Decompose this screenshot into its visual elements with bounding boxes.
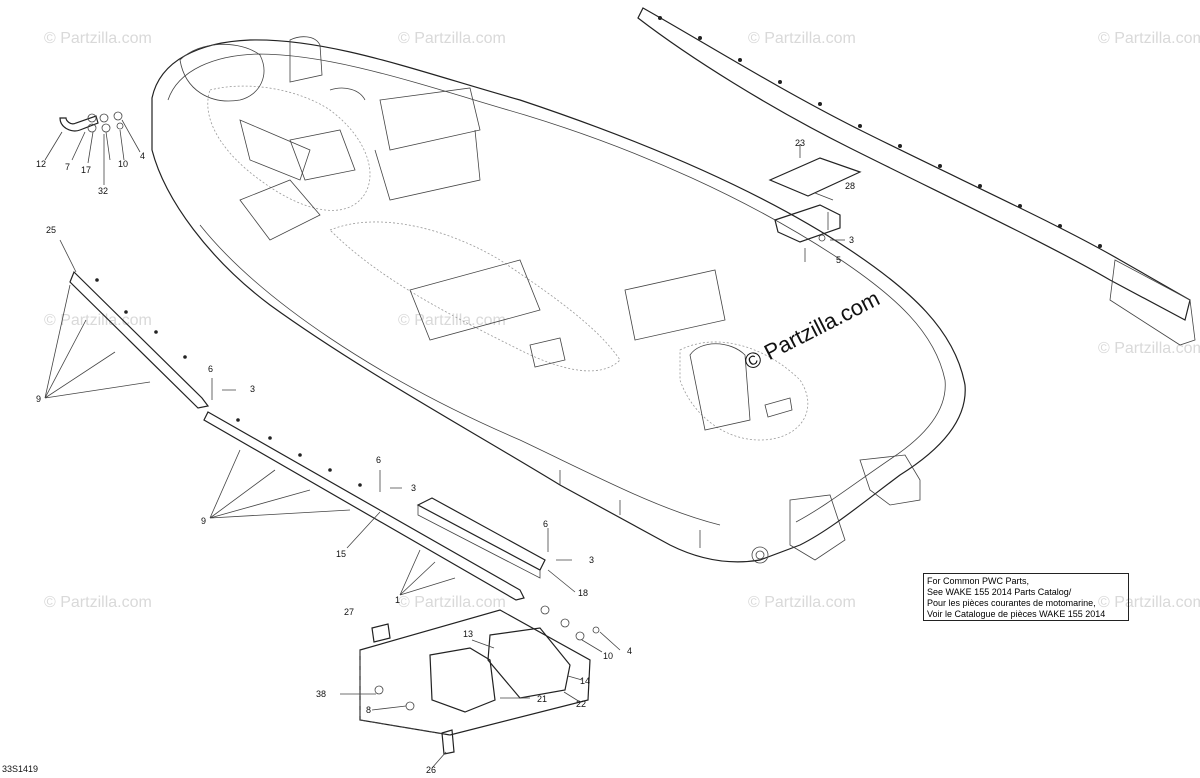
- callout-6[interactable]: 6: [376, 455, 382, 465]
- callout-13[interactable]: 13: [463, 629, 474, 639]
- callout-18[interactable]: 18: [578, 588, 589, 598]
- callout-9[interactable]: 9: [201, 516, 207, 526]
- callout-10[interactable]: 10: [603, 651, 614, 661]
- watermark: © Partzilla.com: [1098, 30, 1200, 47]
- callout-9[interactable]: 9: [36, 394, 42, 404]
- watermark: © Partzilla.com: [44, 312, 152, 329]
- callout-15[interactable]: 15: [336, 549, 347, 559]
- callout-6[interactable]: 6: [208, 364, 214, 374]
- catalog-reference-note: For Common PWC Parts, See WAKE 155 2014 …: [923, 573, 1129, 621]
- callout-27[interactable]: 27: [344, 607, 355, 617]
- watermark: © Partzilla.com: [748, 594, 856, 611]
- rail-18: [399, 497, 576, 596]
- callout-1[interactable]: 1: [395, 595, 401, 605]
- callout-23[interactable]: 23: [795, 138, 806, 148]
- bracket-assembly-bottom: [340, 605, 621, 769]
- hardware-cluster-top-left: [44, 111, 141, 185]
- callout-26[interactable]: 26: [426, 765, 437, 775]
- callout-6[interactable]: 6: [543, 519, 549, 529]
- watermark: © Partzilla.com: [44, 594, 152, 611]
- callout-22[interactable]: 22: [576, 699, 587, 709]
- callout-14[interactable]: 14: [580, 676, 591, 686]
- callout-3[interactable]: 3: [589, 555, 595, 565]
- callout-21[interactable]: 21: [537, 694, 548, 704]
- callout-3[interactable]: 3: [411, 483, 417, 493]
- callout-5[interactable]: 5: [836, 255, 842, 265]
- callout-8[interactable]: 8: [366, 705, 372, 715]
- plate-23-bracket-28: [768, 144, 862, 262]
- callout-12[interactable]: 12: [36, 159, 47, 169]
- drawing-code: 33S1419: [2, 764, 39, 774]
- rail-15: [203, 411, 525, 601]
- callout-28[interactable]: 28: [845, 181, 856, 191]
- callout-7[interactable]: 7: [65, 162, 71, 172]
- watermark: © Partzilla.com: [44, 30, 152, 47]
- callout-32[interactable]: 32: [98, 186, 109, 196]
- watermark: © Partzilla.com: [1098, 594, 1200, 611]
- callout-10[interactable]: 10: [118, 159, 129, 169]
- note-line: Voir le Catalogue de pièces WAKE 155 201…: [927, 609, 1106, 619]
- note-line: For Common PWC Parts,: [927, 576, 1030, 586]
- watermark: © Partzilla.com: [398, 312, 506, 329]
- watermark: © Partzilla.com: [398, 594, 506, 611]
- callout-3[interactable]: 3: [250, 384, 256, 394]
- rail-25: [44, 239, 236, 409]
- callout-4[interactable]: 4: [140, 151, 146, 161]
- watermark: © Partzilla.com: [398, 30, 506, 47]
- callout-38[interactable]: 38: [316, 689, 327, 699]
- note-line: Pour les pièces courantes de motomarine,: [927, 598, 1096, 608]
- callout-3[interactable]: 3: [849, 235, 855, 245]
- callout-4[interactable]: 4: [627, 646, 633, 656]
- callout-25[interactable]: 25: [46, 225, 57, 235]
- watermark: © Partzilla.com: [748, 30, 856, 47]
- deck-body: [151, 36, 966, 564]
- callout-17[interactable]: 17: [81, 165, 92, 175]
- gunwale-rail-right: [637, 7, 1196, 346]
- note-line: See WAKE 155 2014 Parts Catalog/: [927, 587, 1072, 597]
- watermark: © Partzilla.com: [1098, 340, 1200, 357]
